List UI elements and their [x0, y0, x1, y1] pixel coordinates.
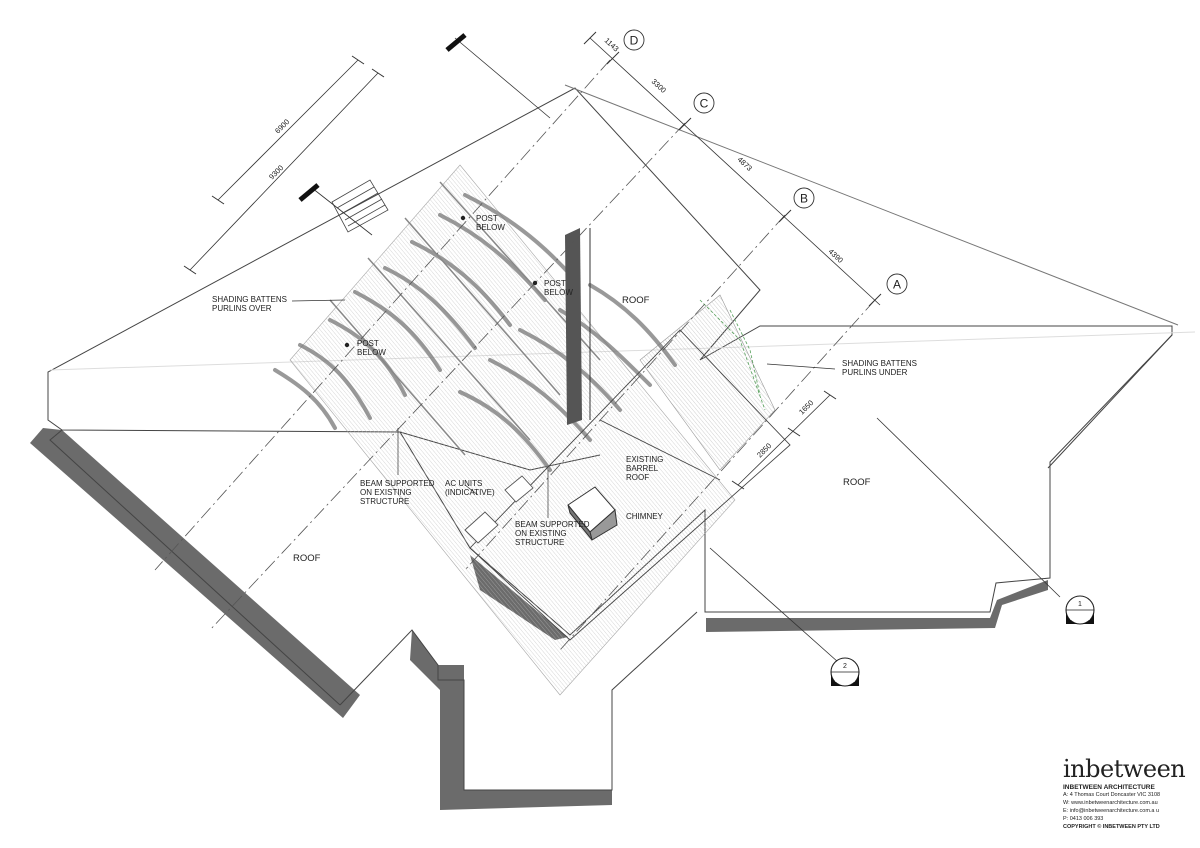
ac-units-label: AC UNITS (INDICATIVE): [445, 479, 495, 497]
svg-text:BELOW: BELOW: [476, 223, 505, 232]
svg-text:PURLINS UNDER: PURLINS UNDER: [842, 368, 908, 377]
existing-barrel-roof: [469, 329, 791, 641]
svg-text:STRUCTURE: STRUCTURE: [360, 497, 409, 506]
grid-bubble-c: C: [693, 92, 715, 114]
roof-label-right: ROOF: [843, 477, 871, 488]
chimney-label: CHIMNEY: [626, 512, 664, 521]
svg-text:BEAM SUPPORTED: BEAM SUPPORTED: [515, 520, 590, 529]
svg-text:POST: POST: [476, 214, 498, 223]
svg-text:BEAM SUPPORTED: BEAM SUPPORTED: [360, 479, 435, 488]
copyright-line: COPYRIGHT © INBETWEEN PTY LTD: [1063, 824, 1160, 830]
grid-bubble-a: A: [886, 273, 908, 295]
stair-hatch: [331, 179, 389, 233]
svg-text:D: D: [630, 34, 639, 48]
phone-line: P: 0413 006 393: [1063, 816, 1104, 822]
company-logo: inbetween: [1063, 755, 1186, 783]
dim-9300: 9300: [267, 163, 285, 181]
section-marker-2: 2 SK015: [830, 657, 860, 687]
svg-text:SHADING BATTENS: SHADING BATTENS: [842, 359, 917, 368]
svg-text:C: C: [700, 97, 709, 111]
svg-text:POST: POST: [544, 279, 566, 288]
firm-name: INBETWEEN ARCHITECTURE: [1063, 784, 1155, 791]
svg-text:AC UNITS: AC UNITS: [445, 479, 482, 488]
svg-text:(INDICATIVE): (INDICATIVE): [445, 488, 495, 497]
grid-bubbles: D C B A: [623, 29, 908, 295]
post-below-label-2: POST BELOW: [544, 279, 573, 297]
title-block: inbetween INBETWEEN ARCHITECTURE A: 4 Th…: [1063, 756, 1193, 831]
grid-lines: [154, 59, 876, 651]
svg-text:A: A: [893, 278, 901, 292]
ac-units: [464, 475, 534, 544]
roof-label-center: ROOF: [622, 295, 650, 306]
svg-text:SHADING BATTENS: SHADING BATTENS: [212, 295, 287, 304]
existing-barrel-roof-label: EXISTING BARREL ROOF: [626, 455, 663, 482]
svg-text:B: B: [800, 192, 808, 206]
dim-3300: 3300: [650, 77, 668, 95]
dim-1650: 1650: [797, 398, 815, 416]
leader-lines: [291, 299, 836, 518]
dim-6900: 6900: [273, 117, 291, 135]
beam-supported-label-1: BEAM SUPPORTED ON EXISTING STRUCTURE: [360, 479, 435, 506]
svg-text:EXISTING: EXISTING: [626, 455, 663, 464]
email-line: E: info@inbetweenarchitecture.com.a u: [1063, 808, 1160, 814]
svg-text:POST: POST: [357, 339, 379, 348]
section-arrows: [298, 33, 467, 202]
web-line: W: www.inbetweenarchitecture.com.au: [1063, 800, 1158, 806]
svg-text:PURLINS OVER: PURLINS OVER: [212, 304, 272, 313]
svg-text:SK015: SK015: [1069, 615, 1090, 622]
grid-bubble-d: D: [623, 29, 645, 51]
svg-text:BELOW: BELOW: [544, 288, 573, 297]
svg-text:STRUCTURE: STRUCTURE: [515, 538, 564, 547]
svg-text:ROOF: ROOF: [626, 473, 649, 482]
beam-supported-label-2: BEAM SUPPORTED ON EXISTING STRUCTURE: [515, 520, 590, 547]
dim-2850: 2850: [755, 441, 773, 459]
roof-label-left: ROOF: [293, 553, 321, 564]
svg-text:1: 1: [1078, 601, 1082, 608]
address-line: A: 4 Thomas Court Doncaster VIC 3108: [1063, 792, 1161, 798]
post-markers: [344, 215, 538, 348]
svg-text:2: 2: [843, 663, 847, 670]
dim-1143: 1143: [603, 36, 621, 54]
post-below-label-3: POST BELOW: [357, 339, 386, 357]
grid-bubble-b: B: [793, 187, 815, 209]
svg-text:ON EXISTING: ON EXISTING: [360, 488, 412, 497]
shading-battens-under-label: SHADING BATTENS PURLINS UNDER: [842, 359, 917, 377]
svg-text:ON EXISTING: ON EXISTING: [515, 529, 567, 538]
section-lines: [311, 37, 1061, 663]
svg-text:BELOW: BELOW: [357, 348, 386, 357]
svg-text:BARREL: BARREL: [626, 464, 659, 473]
section-marker-1: 1 SK015: [1065, 595, 1095, 625]
dim-4390: 4390: [827, 247, 845, 265]
shading-battens-over: [273, 164, 776, 696]
dimension-lines: [183, 31, 882, 490]
svg-text:SK015: SK015: [834, 677, 855, 684]
masonry-wall: [565, 228, 582, 425]
post-below-label-1: POST BELOW: [476, 214, 505, 232]
shading-battens-over-label: SHADING BATTENS PURLINS OVER: [212, 295, 287, 313]
chimney: [567, 486, 618, 541]
